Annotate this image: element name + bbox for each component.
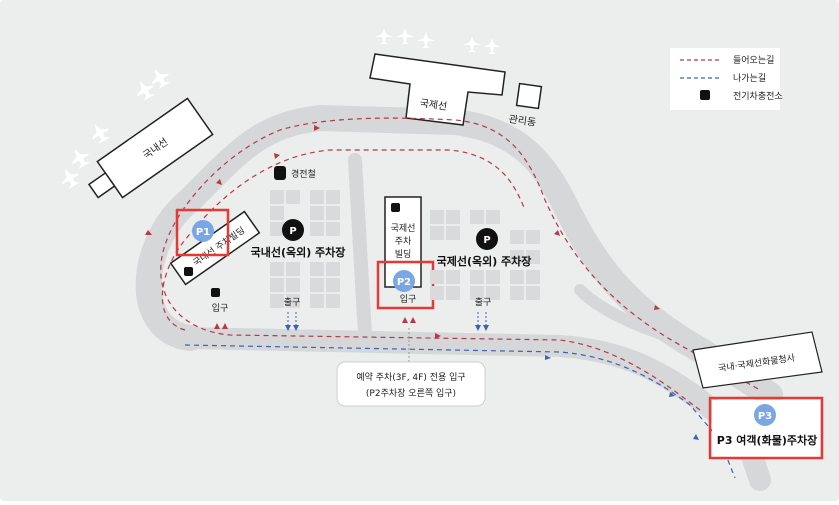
international-outdoor-badge-label: P — [483, 235, 490, 246]
incoming-route-inner — [161, 149, 526, 331]
legend-incoming: 들어오는길 — [680, 55, 774, 66]
entrance-gate-2[interactable]: 입구 — [400, 293, 417, 323]
outgoing-route — [184, 344, 736, 479]
route-arrows — [145, 125, 699, 440]
p1-badge-label: P1 — [196, 227, 210, 238]
train-icon — [274, 166, 286, 180]
admin-building-label: 관리동 — [508, 113, 537, 129]
entrance-1-label: 입구 — [212, 302, 229, 314]
p3-badge[interactable] — [754, 404, 776, 426]
callout-line1: 예약 주차(3F, 4F) 전용 입구 — [356, 371, 465, 383]
exit-2-label: 출구 — [475, 297, 492, 308]
domestic-outdoor-badge-label: P — [289, 226, 296, 237]
international-outdoor-lot — [430, 210, 540, 300]
domestic-outdoor-badge[interactable] — [282, 219, 304, 241]
legend-ev-label: 전기차충전소 — [733, 90, 783, 102]
p3-parking: P3 P3 여객(화물)주차장 — [708, 396, 824, 460]
entrance-gate-1[interactable]: 입구 — [211, 288, 228, 329]
p1-parking-building: 국내선 주차빌딩 P1 — [169, 208, 261, 286]
exit-gate-2[interactable]: 출구 — [475, 297, 492, 331]
intl-building-label-3: 빌딩 — [395, 249, 412, 260]
legend-incoming-label: 들어오는길 — [733, 55, 774, 66]
airplane-icons-domestic — [62, 69, 170, 189]
domestic-outdoor-lot — [270, 190, 340, 308]
international-outdoor-badge[interactable] — [476, 228, 498, 250]
airplane-icons-international — [375, 28, 501, 54]
intl-building-label-2: 주차 — [395, 235, 412, 247]
legend-ev: 전기차충전소 — [700, 90, 783, 102]
domestic-terminal-building: 국내선 — [87, 97, 214, 199]
callout-line2: (P2주차장 오른쪽 입구) — [366, 387, 456, 399]
p2-highlight — [376, 260, 435, 310]
domestic-outdoor-label: 국내선(옥외) 주차장 — [251, 245, 346, 259]
international-parking-building: 국제선 주차 빌딩 P2 — [376, 196, 435, 310]
cargo-office-building: 국내·국제선화물청사 — [692, 331, 823, 389]
p3-label: P3 여객(화물)주차장 — [717, 433, 817, 447]
light-rail-station: 경전철 — [274, 166, 316, 180]
ev-charging-icon — [211, 288, 220, 297]
light-rail-label: 경전철 — [291, 168, 316, 180]
p3-badge-label: P3 — [758, 411, 772, 422]
p2-badge[interactable] — [393, 270, 415, 292]
p1-highlight — [175, 208, 230, 257]
legend-outgoing: 나가는길 — [680, 73, 766, 84]
admin-building: 관리동 — [508, 82, 543, 129]
exit-1-label: 출구 — [284, 297, 301, 308]
international-terminal-building: 국제선 — [369, 53, 506, 126]
incoming-route — [160, 117, 761, 411]
intl-building-label-1: 국제선 — [391, 223, 416, 234]
ev-charging-icon — [391, 203, 400, 212]
legend: 들어오는길 나가는길 전기차충전소 — [670, 48, 783, 110]
reservation-callout: 예약 주차(3F, 4F) 전용 입구 (P2주차장 오른쪽 입구) — [336, 328, 486, 407]
exit-gate-1[interactable]: 출구 — [284, 297, 301, 331]
p2-badge-label: P2 — [397, 277, 411, 288]
p3-highlight — [708, 396, 824, 460]
entrance-2-label: 입구 — [400, 293, 417, 305]
p1-badge[interactable] — [192, 220, 214, 242]
ev-charging-icon — [184, 267, 193, 276]
legend-outgoing-label: 나가는길 — [733, 73, 766, 84]
ev-charging-icon — [700, 90, 710, 100]
international-terminal-label: 국제선 — [419, 97, 448, 113]
international-outdoor-label: 국제선(옥외) 주차장 — [437, 254, 532, 268]
